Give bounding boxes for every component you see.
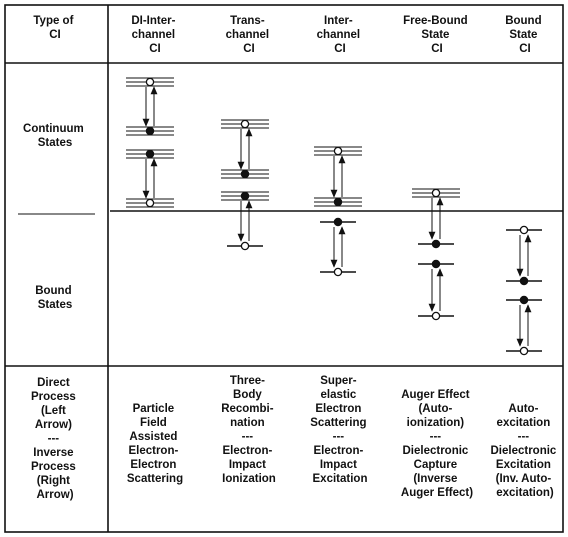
transition-arrow-head <box>142 118 150 127</box>
column-title-transchannel: Trans- channel CI <box>226 15 273 55</box>
filled-electron-dot <box>145 149 155 159</box>
transition-arrow-head <box>330 259 338 268</box>
column-title-free-bound: Free-Bound State CI <box>403 15 471 55</box>
transition-arrow-head <box>428 303 436 312</box>
transition-arrow-head <box>142 190 150 199</box>
transition-arrow-head <box>524 234 532 243</box>
filled-electron-dot <box>240 169 250 179</box>
transition-arrow-head <box>436 268 444 277</box>
process-text-bound-state: Auto- excitation --- Dielectronic Excita… <box>490 403 559 499</box>
filled-electron-dot <box>431 259 441 269</box>
open-electron-dot <box>519 225 529 235</box>
transition-arrow-head <box>245 200 253 209</box>
bound-states-label: Bound States <box>35 285 75 311</box>
transition-arrow-head <box>338 226 346 235</box>
transition-arrow-head <box>436 197 444 206</box>
process-text-free-bound: Auger Effect (Auto- ionization) --- Diel… <box>401 389 473 499</box>
filled-electron-dot <box>333 217 343 227</box>
filled-electron-dot <box>145 126 155 136</box>
table-frame <box>4 4 564 533</box>
process-direction-label: Direct Process (Left Arrow) --- Inverse … <box>31 377 79 501</box>
column-title-bound-state: Bound State CI <box>505 15 545 55</box>
filled-electron-dot <box>240 191 250 201</box>
open-electron-dot <box>333 146 343 156</box>
open-electron-dot <box>431 311 441 321</box>
column-title-interchannel: Inter- channel CI <box>317 15 364 55</box>
transition-arrow-head <box>150 158 158 167</box>
process-text-transchannel: Three- Body Recombi- nation --- Electron… <box>221 375 277 485</box>
transition-arrow-head <box>516 338 524 347</box>
open-electron-dot <box>240 119 250 129</box>
open-electron-dot <box>519 346 529 356</box>
open-electron-dot <box>333 267 343 277</box>
filled-electron-dot <box>519 276 529 286</box>
transition-arrow-head <box>428 231 436 240</box>
transition-arrow-head <box>516 268 524 277</box>
energy-level-schematics <box>126 77 542 356</box>
transition-arrow-head <box>150 86 158 95</box>
open-electron-dot <box>145 77 155 87</box>
transition-arrow-head <box>338 155 346 164</box>
open-electron-dot <box>240 241 250 251</box>
column-title-di-interchannel: DI-Inter- channel CI <box>131 15 178 55</box>
transition-arrow-head <box>245 128 253 137</box>
transition-arrow-head <box>237 233 245 242</box>
open-electron-dot <box>431 188 441 198</box>
filled-electron-dot <box>519 295 529 305</box>
type-of-ci-label: Type of CI <box>33 15 76 41</box>
transition-arrow-head <box>237 161 245 170</box>
process-text-interchannel: Super- elastic Electron Scattering --- E… <box>310 375 369 485</box>
transition-arrow-head <box>330 189 338 198</box>
continuum-states-label: Continuum States <box>23 123 87 149</box>
filled-electron-dot <box>431 239 441 249</box>
process-text-di-interchannel: Particle Field Assisted Electron- Electr… <box>127 403 183 485</box>
filled-electron-dot <box>333 197 343 207</box>
transition-arrow-head <box>524 304 532 313</box>
open-electron-dot <box>145 198 155 208</box>
